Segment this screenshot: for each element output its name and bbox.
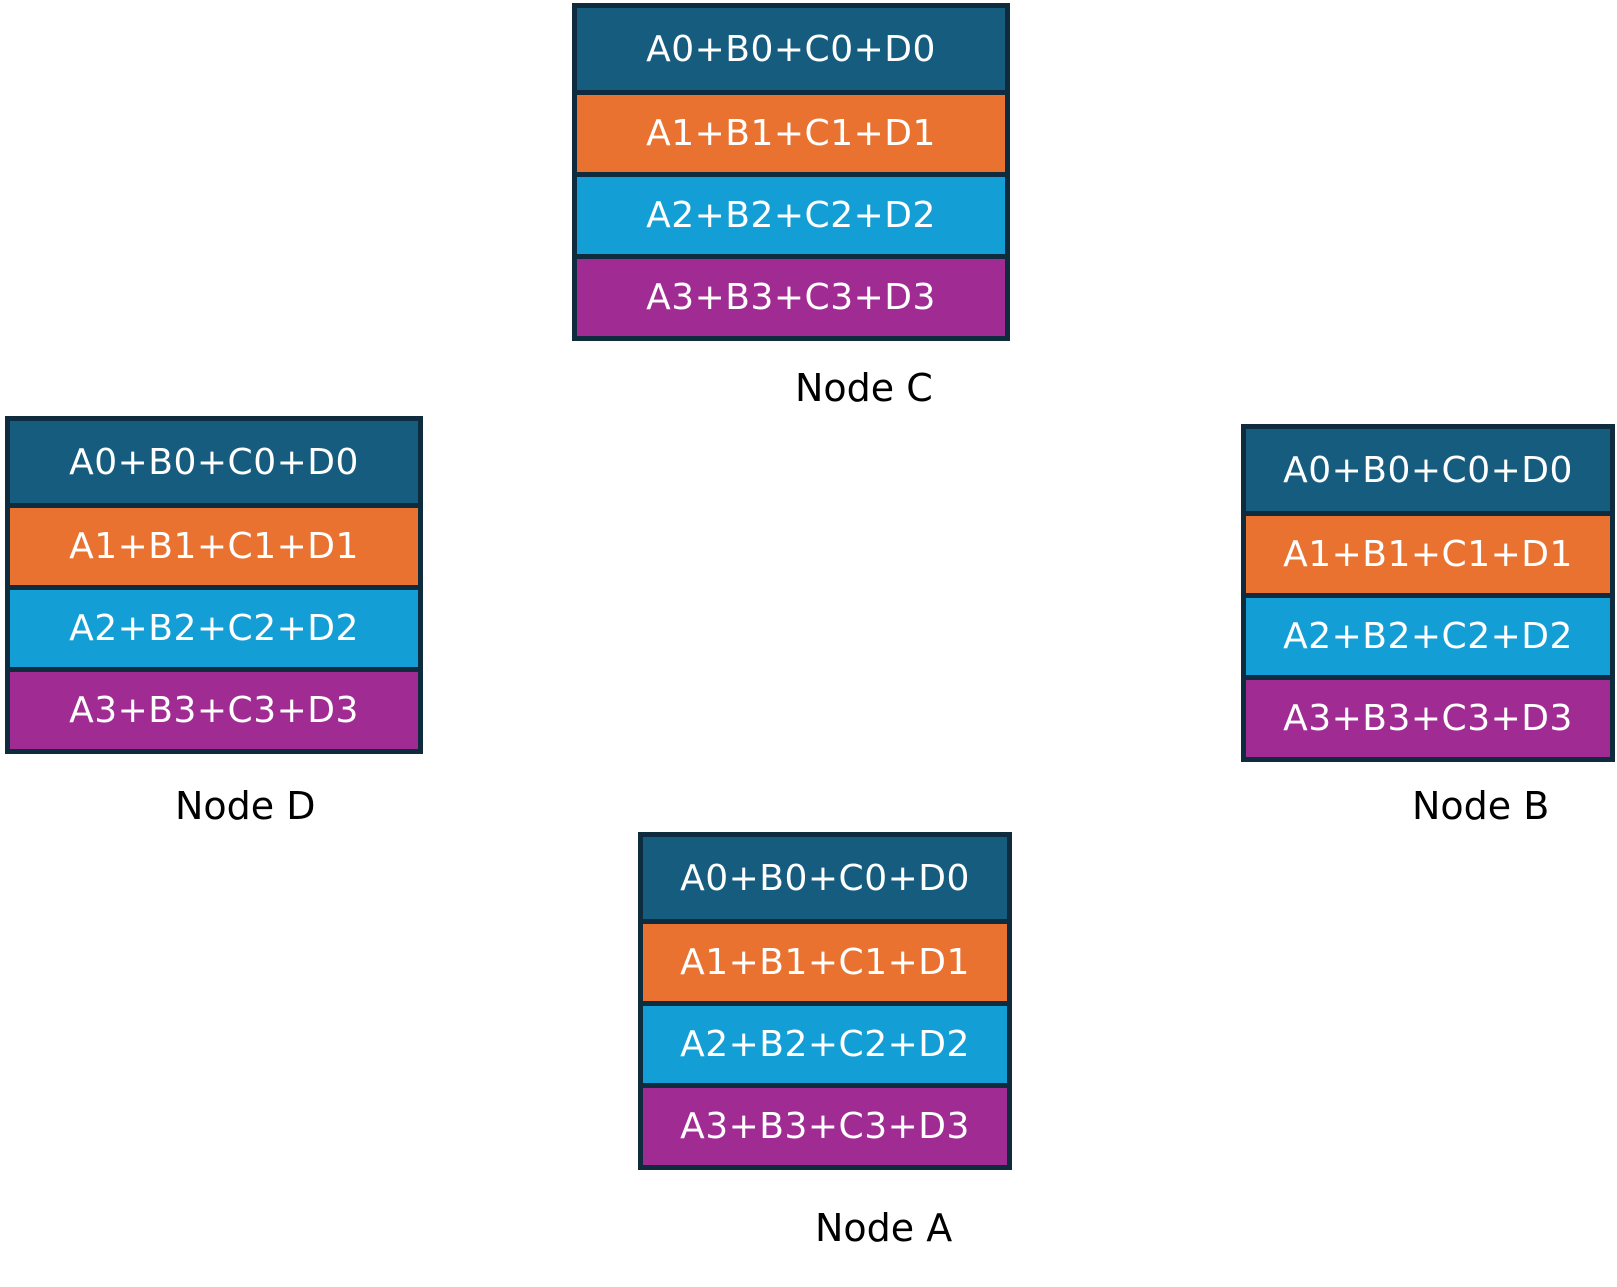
chunk-1-cell: A1+B1+C1+D1 — [643, 924, 1007, 1001]
node-c-label: Node C — [795, 366, 933, 410]
buffer-stack: A0+B0+C0+D0 A1+B1+C1+D1 A2+B2+C2+D2 A3+B… — [572, 3, 1010, 341]
chunk-3-cell: A3+B3+C3+D3 — [577, 259, 1005, 336]
chunk-0-cell: A0+B0+C0+D0 — [10, 421, 418, 503]
chunk-2-cell: A2+B2+C2+D2 — [643, 1006, 1007, 1083]
chunk-1-cell: A1+B1+C1+D1 — [1246, 516, 1610, 593]
node-b-label: Node B — [1412, 784, 1550, 828]
chunk-0-cell: A0+B0+C0+D0 — [643, 837, 1007, 919]
chunk-2-cell: A2+B2+C2+D2 — [1246, 598, 1610, 675]
chunk-1-cell: A1+B1+C1+D1 — [10, 508, 418, 585]
chunk-0-cell: A0+B0+C0+D0 — [1246, 429, 1610, 511]
node-c-stack: A0+B0+C0+D0 A1+B1+C1+D1 A2+B2+C2+D2 A3+B… — [572, 3, 1010, 341]
buffer-stack: A0+B0+C0+D0 A1+B1+C1+D1 A2+B2+C2+D2 A3+B… — [5, 416, 423, 754]
node-a-label: Node A — [815, 1206, 953, 1250]
chunk-3-cell: A3+B3+C3+D3 — [643, 1088, 1007, 1165]
chunk-0-cell: A0+B0+C0+D0 — [577, 8, 1005, 90]
chunk-3-cell: A3+B3+C3+D3 — [10, 672, 418, 749]
buffer-stack: A0+B0+C0+D0 A1+B1+C1+D1 A2+B2+C2+D2 A3+B… — [638, 832, 1012, 1170]
node-a-stack: A0+B0+C0+D0 A1+B1+C1+D1 A2+B2+C2+D2 A3+B… — [638, 832, 1012, 1170]
node-d-stack: A0+B0+C0+D0 A1+B1+C1+D1 A2+B2+C2+D2 A3+B… — [5, 416, 423, 754]
buffer-stack: A0+B0+C0+D0 A1+B1+C1+D1 A2+B2+C2+D2 A3+B… — [1241, 424, 1615, 762]
chunk-2-cell: A2+B2+C2+D2 — [10, 590, 418, 667]
chunk-3-cell: A3+B3+C3+D3 — [1246, 680, 1610, 757]
chunk-2-cell: A2+B2+C2+D2 — [577, 177, 1005, 254]
chunk-1-cell: A1+B1+C1+D1 — [577, 95, 1005, 172]
node-d-label: Node D — [175, 784, 316, 828]
node-b-stack: A0+B0+C0+D0 A1+B1+C1+D1 A2+B2+C2+D2 A3+B… — [1241, 424, 1615, 762]
